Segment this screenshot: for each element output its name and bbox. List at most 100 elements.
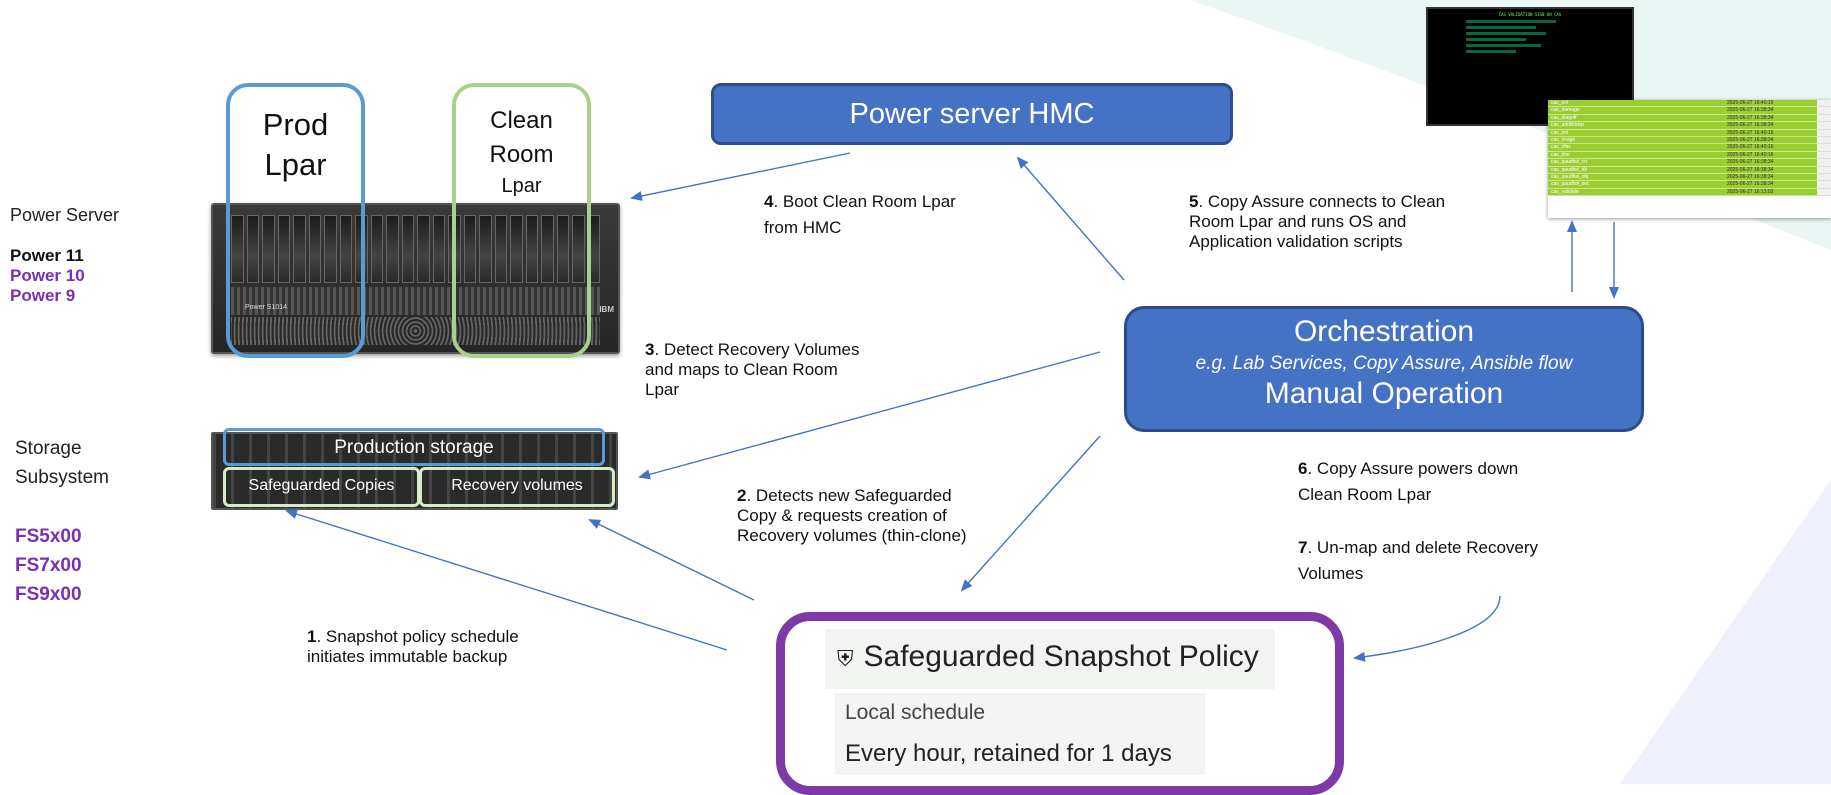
validation-spacer xyxy=(1817,136,1831,145)
validation-timestamp: 2025-06-27 16:38:34 xyxy=(1725,173,1817,182)
arrow-step3 xyxy=(638,351,1101,480)
step-7-number: 7 xyxy=(1298,538,1308,557)
validation-check-name: cas_qaudfwl_obj xyxy=(1548,173,1725,182)
power-9-label: Power 9 xyxy=(10,286,76,305)
hmc-box: Power server HMC xyxy=(711,83,1233,145)
ibm-logo: IBM xyxy=(599,305,614,314)
power-server-label: Power Server xyxy=(10,205,120,225)
validation-timestamp: 2025-06-27 16:40:16 xyxy=(1725,129,1817,137)
step-6: 6. Copy Assure powers down Clean Room Lp… xyxy=(1298,459,1518,505)
validation-check-name: cas_qaudfwl_sec xyxy=(1548,181,1725,189)
validation-timestamp: 2025-06-27 16:38:34 xyxy=(1725,136,1817,145)
fs9x00-label: FS9x00 xyxy=(15,584,82,605)
clean-room-line2: Room xyxy=(489,141,554,168)
validation-spacer xyxy=(1817,188,1831,197)
arrow-step7 xyxy=(1353,595,1501,662)
step-6-text: . Copy Assure powers down xyxy=(1307,459,1519,478)
step-1: 1. Snapshot policy schedule initiates im… xyxy=(307,627,519,667)
validation-timestamp: 2025-06-27 16:38:34 xyxy=(1725,181,1817,189)
validation-timestamp: 2025-06-27 16:38:34 xyxy=(1725,107,1817,115)
validation-spacer xyxy=(1817,107,1831,115)
clean-room-line1: Clean xyxy=(490,107,553,134)
validation-spacer xyxy=(1817,129,1831,137)
validation-check-name: cas_dso xyxy=(1548,151,1725,160)
arrow-step2-policy xyxy=(960,435,1101,592)
validation-timestamp: 2025-06-27 16:38:34 xyxy=(1725,122,1817,130)
step-2: 2. Detects new Safeguarded Copy & reques… xyxy=(737,486,967,546)
power-server-chassis: Power S1014 IBM xyxy=(211,203,620,354)
validation-spacer xyxy=(1817,100,1831,108)
validation-spacer xyxy=(1817,151,1831,160)
step-1-text: . Snapshot policy schedule xyxy=(316,627,519,646)
validation-timestamp: 2025-06-27 16:13:02 xyxy=(1725,188,1817,197)
safeguarded-copies-box: Safeguarded Copies xyxy=(223,467,420,507)
step-2-text: . Detects new Safeguarded xyxy=(746,486,952,505)
step-3-text3: Lpar xyxy=(645,380,680,399)
step-4-text2: from HMC xyxy=(764,218,842,237)
fs7x00-label: FS7x00 xyxy=(15,555,82,576)
clean-room-line3: Lpar xyxy=(501,175,542,197)
fs5x00-label: FS5x00 xyxy=(15,526,82,547)
step-3-number: 3 xyxy=(645,340,655,359)
policy-schedule-value: Every hour, retained for 1 days xyxy=(835,733,1205,775)
step-2-number: 2 xyxy=(737,486,747,505)
validation-spacer xyxy=(1817,122,1831,130)
validation-spacer xyxy=(1817,159,1831,167)
step-2-text2: Copy & requests creation of xyxy=(737,506,947,525)
step-3-text: . Detect Recovery Volumes xyxy=(654,340,860,359)
server-model-text: Power S1014 xyxy=(245,304,288,311)
server-vents xyxy=(231,317,600,345)
step-3-text2: and maps to Clean Room xyxy=(645,360,838,379)
step-5-number: 5 xyxy=(1189,192,1199,211)
validation-spacer xyxy=(1817,166,1831,174)
validation-timestamp: 2025-06-27 16:38:34 xyxy=(1725,114,1817,123)
clean-room-lpar-box: Clean Room Lpar xyxy=(452,83,591,358)
validation-check-name: cas_damage xyxy=(1548,107,1725,115)
step-4: 4. Boot Clean Room Lpar from HMC xyxy=(764,192,956,238)
validation-timestamp: 2025-06-27 16:38:34 xyxy=(1725,159,1817,167)
snapshot-policy-card: ⛨Safeguarded Snapshot Policy Local sched… xyxy=(776,612,1344,795)
validation-timestamp: 2025-06-27 16:40:16 xyxy=(1725,151,1817,160)
subsystem-label: Subsystem xyxy=(15,467,109,488)
step-5-text2: Room Lpar and runs OS and xyxy=(1189,212,1407,231)
recovery-volumes-box: Recovery volumes xyxy=(419,467,615,507)
validation-check-name: cas_nfss xyxy=(1548,144,1725,152)
validation-spacer xyxy=(1817,181,1831,189)
validation-timestamp: 2025-06-27 16:40:16 xyxy=(1725,144,1817,152)
production-storage-label: Production storage xyxy=(334,437,494,458)
step-5-text3: Application validation scripts xyxy=(1189,232,1403,251)
validation-check-name: cas_diagoff xyxy=(1548,114,1725,123)
arrow-step4-lpar xyxy=(630,152,851,201)
power-11-label: Power 11 xyxy=(10,246,84,265)
storage-label: Storage xyxy=(15,438,82,459)
step-4-text: . Boot Clean Room Lpar xyxy=(773,192,956,211)
orchestration-subtitle: e.g. Lab Services, Copy Assure, Ansible … xyxy=(1195,353,1573,374)
arrow-step1 xyxy=(285,509,728,651)
arrow-step4-hmc xyxy=(1016,156,1125,281)
validation-check-name: cas_init xyxy=(1548,100,1725,108)
validation-spacer xyxy=(1817,114,1831,123)
recovery-volumes-label: Recovery volumes xyxy=(451,477,583,494)
arrow-step2-storage xyxy=(588,519,755,601)
validation-check-name: cas_init xyxy=(1548,129,1725,137)
hmc-title: Power server HMC xyxy=(849,98,1095,130)
prod-lpar-line2: Lpar xyxy=(264,147,327,182)
validation-check-name: cas_validate xyxy=(1548,188,1725,197)
orchestration-title: Orchestration xyxy=(1293,315,1475,348)
validation-spacer xyxy=(1817,173,1831,182)
step-6-number: 6 xyxy=(1298,459,1308,478)
power-10-label: Power 10 xyxy=(10,266,85,285)
